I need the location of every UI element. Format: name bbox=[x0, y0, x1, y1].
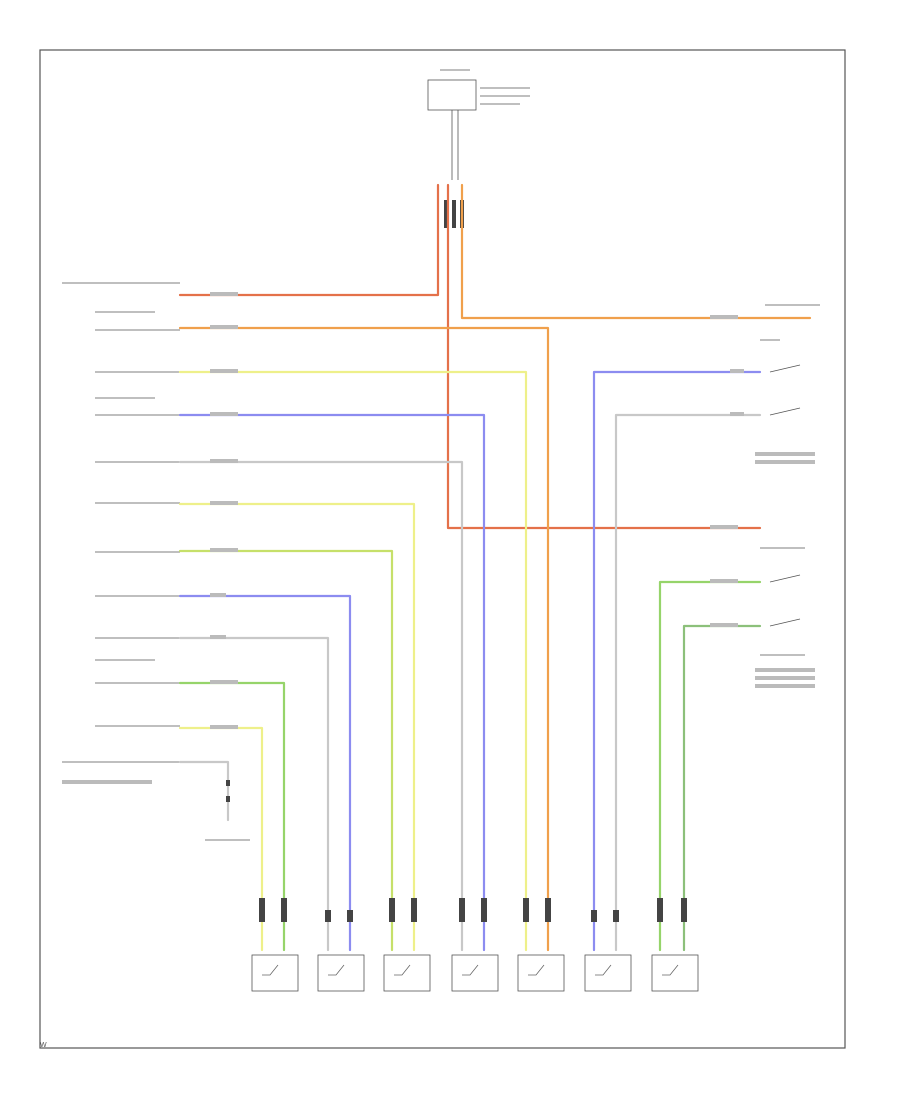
wire-yellow-2 bbox=[178, 502, 416, 952]
wire-blue-2 bbox=[178, 594, 352, 952]
wire-red-main bbox=[178, 183, 762, 530]
wire-orange bbox=[178, 183, 812, 952]
wire-blue-right bbox=[592, 370, 762, 952]
wire-ground-lamp bbox=[178, 760, 250, 841]
wire-green-1 bbox=[178, 681, 286, 952]
right-switch-group bbox=[760, 304, 820, 656]
top-fuse-module bbox=[427, 69, 530, 228]
wire-blue-1 bbox=[178, 413, 486, 952]
wire-yellow-1 bbox=[178, 370, 528, 952]
left-switch-block bbox=[62, 282, 180, 763]
bottom-connectors bbox=[259, 898, 687, 922]
wire-gray-1 bbox=[178, 460, 464, 952]
wire-green-yellow bbox=[178, 549, 394, 952]
wire-gray-2 bbox=[178, 636, 330, 952]
illegible-labels bbox=[62, 292, 815, 784]
wire-gray-right bbox=[614, 413, 762, 952]
diagram-code: W bbox=[40, 1042, 47, 1049]
bottom-switch-boxes bbox=[251, 954, 699, 992]
wire-yellow-3 bbox=[178, 726, 264, 952]
diagram-frame bbox=[39, 49, 846, 1049]
wire-green-right bbox=[658, 580, 762, 952]
wire-dkgreen-right bbox=[682, 624, 762, 952]
